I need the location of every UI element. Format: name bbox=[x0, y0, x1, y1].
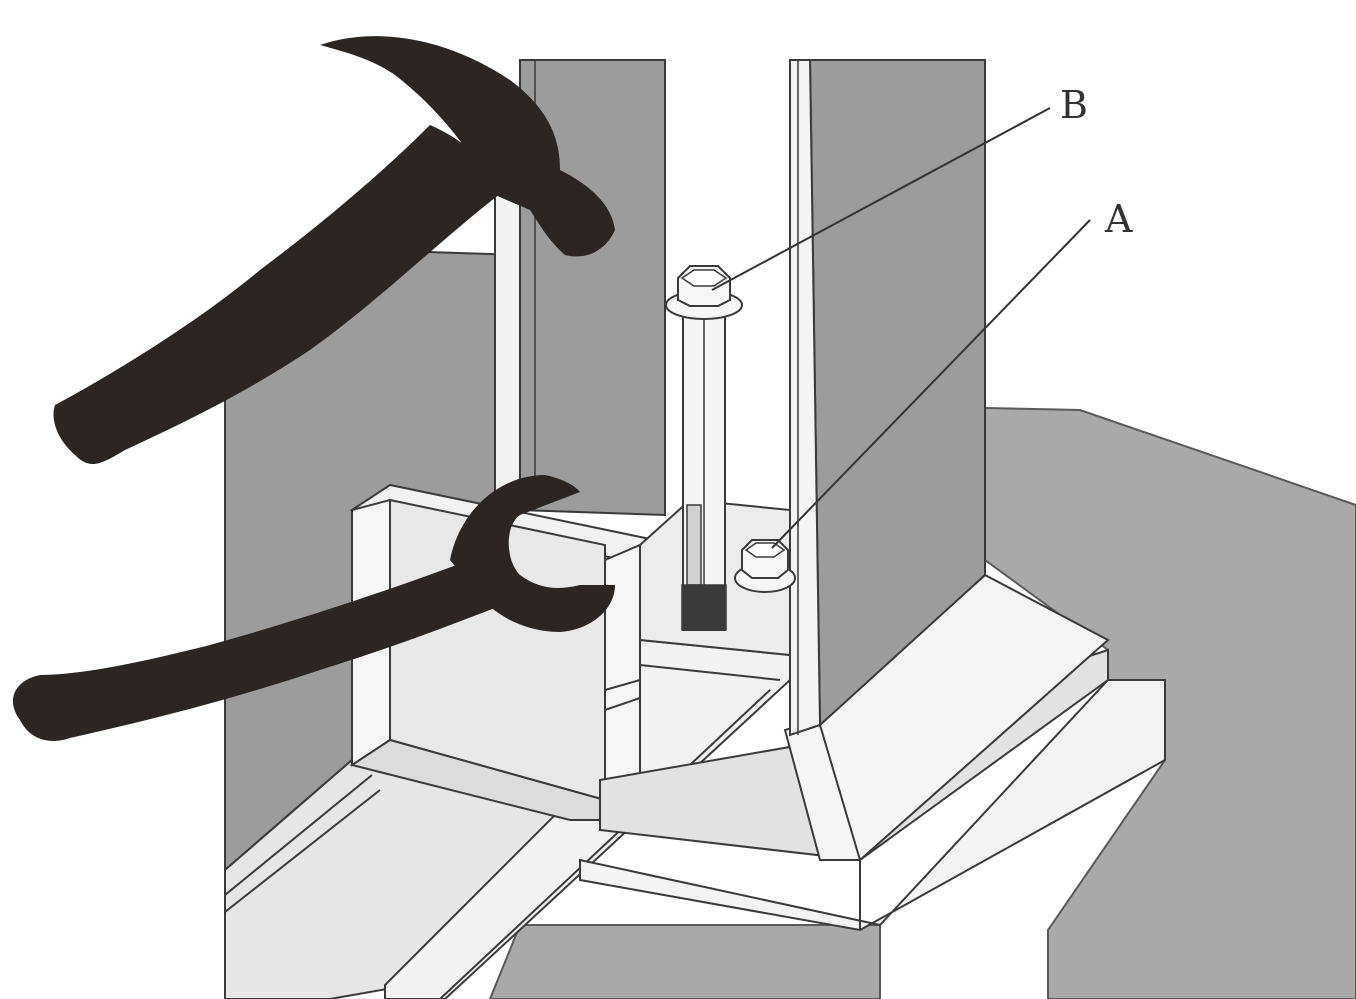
base-track-edge bbox=[639, 664, 781, 681]
pedestal-edge bbox=[819, 724, 861, 861]
leader-line-a bbox=[771, 219, 1091, 549]
bolt-thread bbox=[686, 504, 702, 586]
pedestal-base bbox=[579, 679, 1166, 932]
u-channel-slot-2 bbox=[604, 697, 641, 711]
wrench-jaw bbox=[450, 475, 615, 632]
stud-left-flange bbox=[494, 184, 521, 496]
hammer-icon bbox=[53, 36, 615, 465]
concrete-floor-bottom bbox=[488, 924, 881, 999]
bolt-sleeve-end bbox=[681, 584, 727, 631]
wrench-handle bbox=[12, 560, 495, 741]
nut-a-top bbox=[744, 542, 786, 558]
hex-nut-b-top bbox=[680, 269, 728, 287]
leader-line-b bbox=[711, 107, 1051, 291]
base-track-edge-2 bbox=[439, 689, 771, 999]
label-b: B bbox=[1060, 83, 1088, 127]
hammer-handle bbox=[53, 125, 506, 465]
open-end-wrench-icon bbox=[12, 475, 615, 741]
hex-nut-a bbox=[734, 539, 796, 593]
label-a: A bbox=[1104, 197, 1133, 241]
expansion-bolt bbox=[665, 265, 743, 631]
rail-edge-2 bbox=[224, 789, 381, 913]
u-channel-slot bbox=[604, 679, 641, 691]
hammer-head bbox=[320, 36, 615, 257]
rail-edge-1 bbox=[224, 774, 373, 896]
